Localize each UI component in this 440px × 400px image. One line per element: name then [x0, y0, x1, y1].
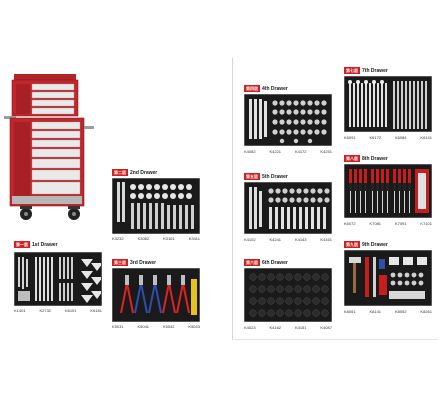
- code: K4221: [269, 149, 282, 154]
- drawer-5-title: 5th Drawer: [262, 173, 288, 180]
- code: K4151: [294, 325, 307, 330]
- code: K5042: [162, 324, 175, 329]
- code: K6141: [420, 135, 432, 140]
- drawer-4-tray: [244, 94, 332, 146]
- code: K4161: [320, 237, 332, 242]
- code: K7081: [369, 221, 382, 226]
- drawer-1-label: 第一层 1st Drawer: [14, 240, 58, 249]
- drawer-6-codes: K4023 K4162 K4151 K4087: [244, 325, 332, 330]
- code: K8051: [344, 309, 356, 314]
- code: K3082: [137, 236, 150, 241]
- code: K5031: [112, 324, 124, 329]
- drawer-4-title: 4th Drawer: [262, 85, 288, 92]
- drawer-9-codes: K8051 K8141 K8052 K8261: [344, 309, 432, 314]
- drawer-8-title: 8th Drawer: [362, 155, 388, 162]
- drawer-2-codes: K3232 K3082 K3161 K3411: [112, 236, 200, 241]
- drawer-1-title: 1st Drawer: [32, 241, 58, 248]
- drawer-7-tray: [344, 76, 432, 132]
- drawer-4-label: 第四层 4th Drawer: [244, 84, 288, 93]
- drawer-5-badge: 第五层: [244, 173, 260, 180]
- code: K4162: [269, 325, 282, 330]
- code: K3411: [188, 236, 200, 241]
- drawer-4-badge: 第四层: [244, 85, 260, 92]
- code: K3161: [163, 236, 175, 241]
- code: K6091: [344, 135, 356, 140]
- drawer-7-badge: 第七层: [344, 67, 360, 74]
- drawer-5-label: 第五层 5th Drawer: [244, 172, 288, 181]
- code: K4241: [269, 237, 282, 242]
- drawer-7-title: 7th Drawer: [362, 67, 388, 74]
- code: K8261: [420, 309, 432, 314]
- code: K6072: [344, 221, 356, 226]
- drawer-9-badge: 第九层: [344, 241, 360, 248]
- drawer-3-codes: K5031 K5041 K5042 K5043: [112, 324, 200, 329]
- code: K6172: [369, 135, 382, 140]
- drawer-5-tray: [244, 182, 332, 234]
- code: K4251: [320, 149, 332, 154]
- drawer-6-badge: 第六层: [244, 259, 260, 266]
- code: K8141: [369, 309, 382, 314]
- code: K4102: [244, 237, 256, 242]
- drawer-6-label: 第六层 6th Drawer: [244, 258, 288, 267]
- code: K4023: [244, 325, 256, 330]
- drawer-6-title: 6th Drawer: [262, 259, 288, 266]
- drawer-4-codes: K4082 K4221 K4172 K4251: [244, 149, 332, 154]
- code: K7101: [420, 221, 432, 226]
- tool-chest-image: [4, 72, 104, 224]
- code: K6084: [394, 135, 407, 140]
- drawer-9-tray: [344, 250, 432, 306]
- drawer-8-codes: K6072 K7081 K7091 K7101: [344, 221, 432, 226]
- drawer-7-label: 第七层 7th Drawer: [344, 66, 388, 75]
- drawer-8-badge: 第八层: [344, 155, 360, 162]
- right-page: [232, 58, 438, 340]
- code: K4172: [294, 149, 307, 154]
- drawer-3-badge: 第三层: [112, 259, 128, 266]
- drawer-1-tray: [14, 252, 102, 306]
- code: K5043: [188, 324, 200, 329]
- drawer-1-codes: K1401 K2732 K6101 K6181: [14, 308, 102, 313]
- code: K4087: [320, 325, 332, 330]
- code: K4143: [294, 237, 307, 242]
- code: K2732: [39, 308, 52, 313]
- drawer-3-tray: [112, 268, 200, 322]
- code: K6181: [90, 308, 102, 313]
- code: K1401: [14, 308, 26, 313]
- drawer-6-tray: [244, 268, 332, 322]
- code: K8052: [394, 309, 407, 314]
- drawer-3-title: 3rd Drawer: [130, 259, 157, 266]
- drawer-8-tray: [344, 164, 432, 218]
- code: K5041: [137, 324, 150, 329]
- code: K4082: [244, 149, 256, 154]
- drawer-2-tray: [112, 178, 200, 234]
- drawer-8-label: 第八层 8th Drawer: [344, 154, 388, 163]
- code: K3232: [112, 236, 124, 241]
- drawer-2-title: 2nd Drawer: [130, 169, 158, 176]
- code: K7091: [394, 221, 407, 226]
- drawer-5-codes: K4102 K4241 K4143 K4161: [244, 237, 332, 242]
- drawer-9-label: 第九层 9th Drawer: [344, 240, 388, 249]
- drawer-7-codes: K6091 K6172 K6084 K6141: [344, 135, 432, 140]
- code: K6101: [64, 308, 77, 313]
- drawer-2-label: 第二层 2nd Drawer: [112, 168, 157, 177]
- drawer-9-title: 9th Drawer: [362, 241, 388, 248]
- left-page: 第二层 2nd Drawer: [0, 0, 218, 400]
- drawer-1-badge: 第一层: [14, 241, 30, 248]
- drawer-2-badge: 第二层: [112, 169, 128, 176]
- drawer-3-label: 第三层 3rd Drawer: [112, 258, 156, 267]
